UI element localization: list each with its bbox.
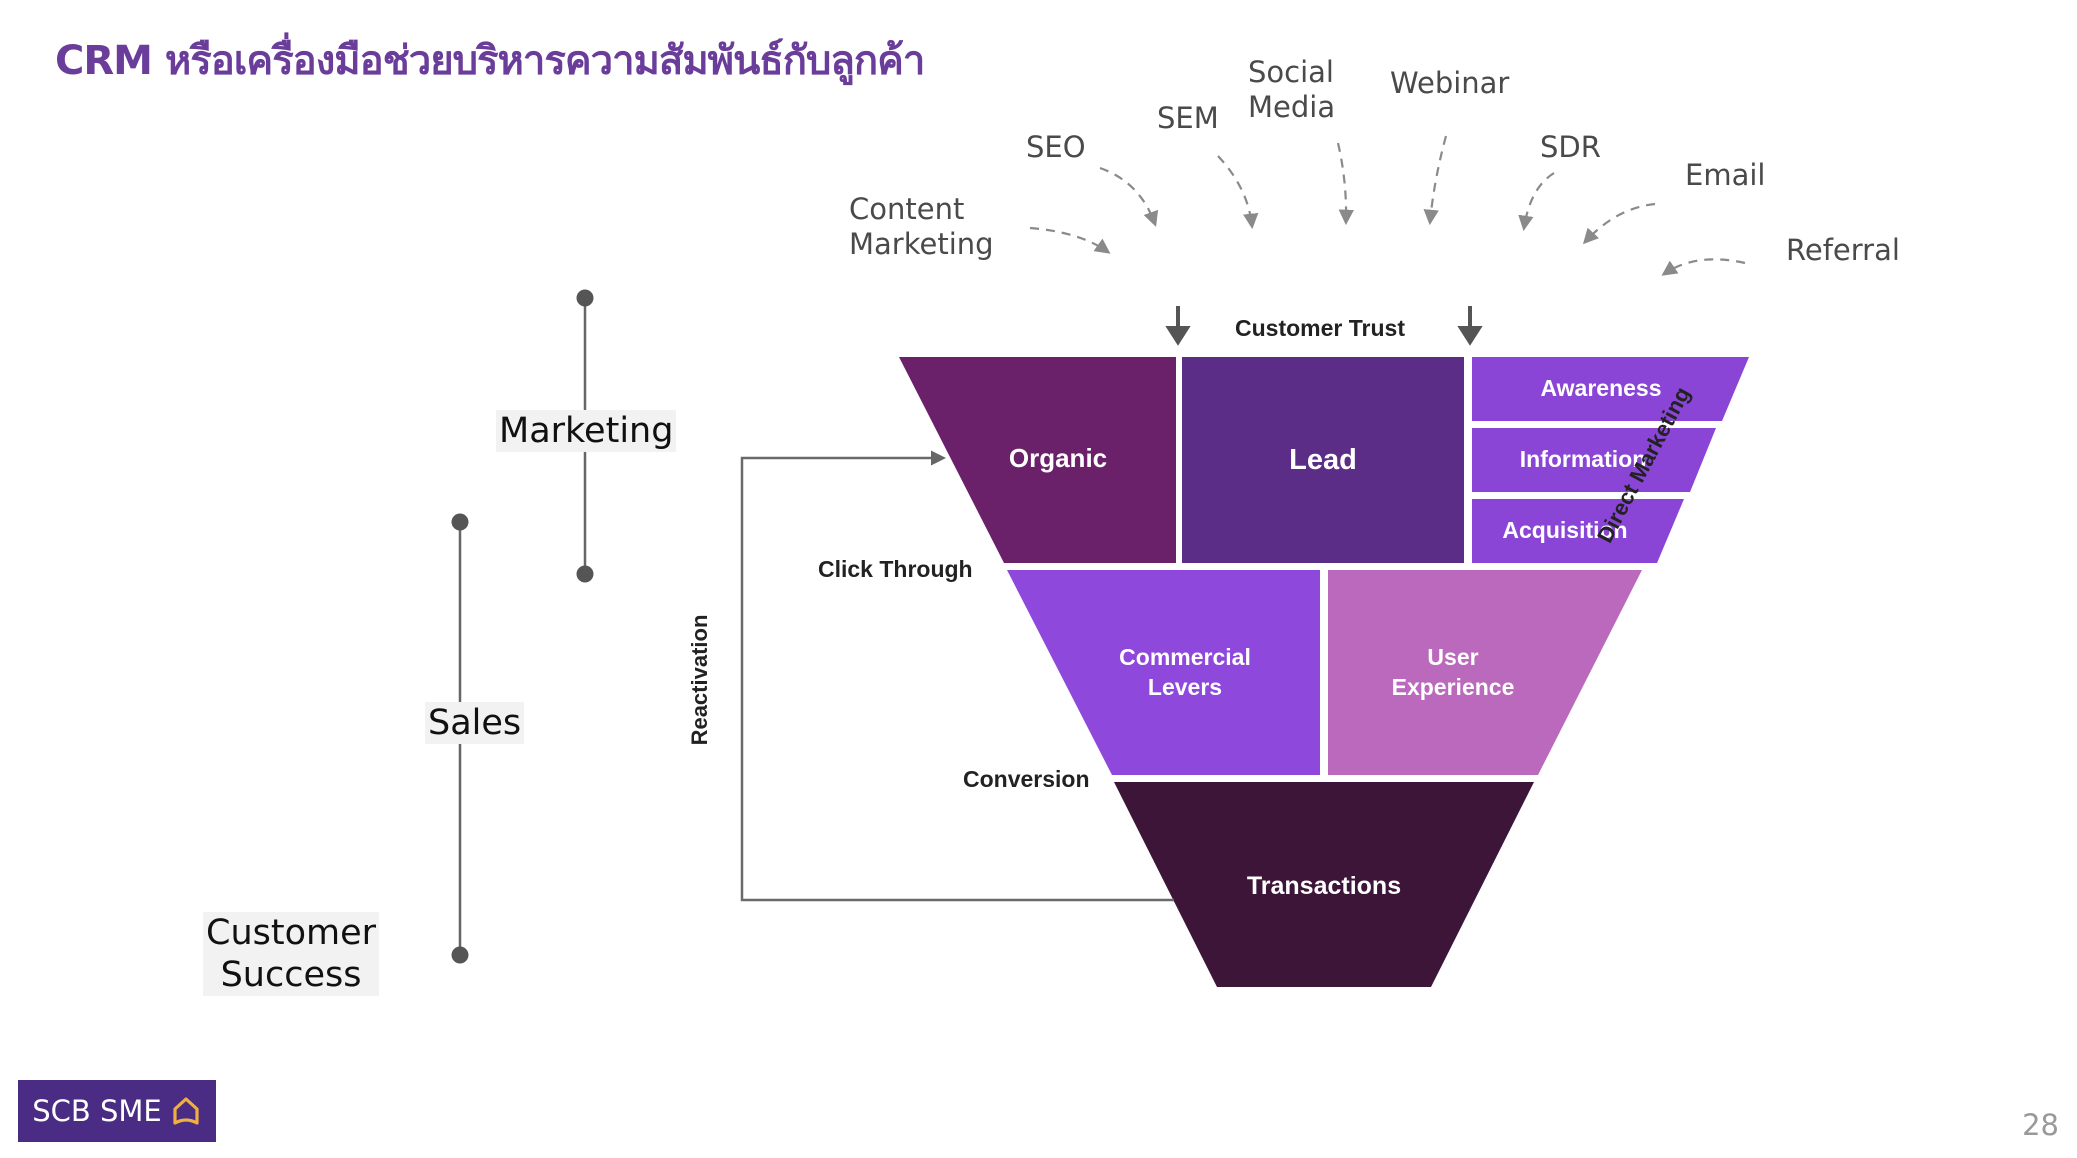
organic-label: Organic — [1008, 443, 1108, 474]
awareness-segment — [1472, 357, 1749, 421]
trust-arrowhead-left — [1165, 326, 1191, 346]
lead-label: Lead — [1289, 444, 1357, 477]
sdr-arrow — [1518, 172, 1555, 232]
commercial-levers-segment — [1007, 570, 1320, 775]
user-experience-label: User Experience — [1391, 644, 1515, 700]
sem-arrow — [1217, 155, 1259, 230]
content-marketing-arrow — [1029, 226, 1111, 254]
customer-trust-label: Customer Trust — [1235, 315, 1405, 341]
reactivation-label: Reactivation — [687, 614, 712, 746]
sem-label: SEM — [1157, 101, 1219, 135]
logo-text: SCB SME — [32, 1094, 162, 1128]
user-experience-segment — [1328, 570, 1642, 775]
customer-trust-arrows — [1165, 306, 1483, 346]
reactivation-loop — [740, 450, 1174, 902]
conversion-label: Conversion — [963, 766, 1090, 792]
information-segment — [1472, 428, 1716, 492]
channel-arrows — [1029, 135, 1746, 276]
sdr-label: SDR — [1540, 130, 1601, 164]
social-media-arrow — [1336, 142, 1355, 226]
email-label: Email — [1685, 158, 1766, 192]
acquisition-segment — [1472, 499, 1684, 563]
commercial-levers-label: Commercial Levers — [1119, 644, 1251, 700]
seo-arrow — [1099, 166, 1159, 227]
acquisition-label: Acquisition — [1502, 517, 1628, 544]
transactions-label: Transactions — [1246, 871, 1402, 900]
customer-success-label: Customer Success — [203, 912, 380, 996]
referral-label: Referral — [1786, 233, 1900, 267]
organic-segment — [899, 357, 1176, 563]
sales-label: Sales — [425, 702, 525, 744]
scb-sme-logo: SCB SME — [18, 1080, 216, 1142]
page-number: 28 — [2022, 1108, 2059, 1142]
webinar-label: Webinar — [1390, 66, 1510, 100]
content-marketing-label: Content Marketing — [849, 192, 994, 261]
referral-arrow — [1661, 258, 1746, 276]
information-label: Information — [1519, 446, 1647, 473]
marketing-label: Marketing — [496, 410, 677, 452]
lead-segment — [1182, 357, 1464, 563]
click-through-label: Click Through — [818, 556, 973, 582]
social-media-label: Social Media — [1248, 55, 1336, 124]
trust-arrowhead-right — [1457, 326, 1483, 346]
email-arrow — [1582, 202, 1656, 245]
awareness-label: Awareness — [1540, 375, 1662, 402]
webinar-arrow — [1423, 135, 1448, 226]
seo-label: SEO — [1026, 130, 1086, 164]
house-icon — [173, 1097, 199, 1125]
page-title: CRM หรือเครื่องมือช่วยบริหารความสัมพันธ์… — [55, 38, 925, 84]
transactions-segment — [1114, 782, 1534, 987]
